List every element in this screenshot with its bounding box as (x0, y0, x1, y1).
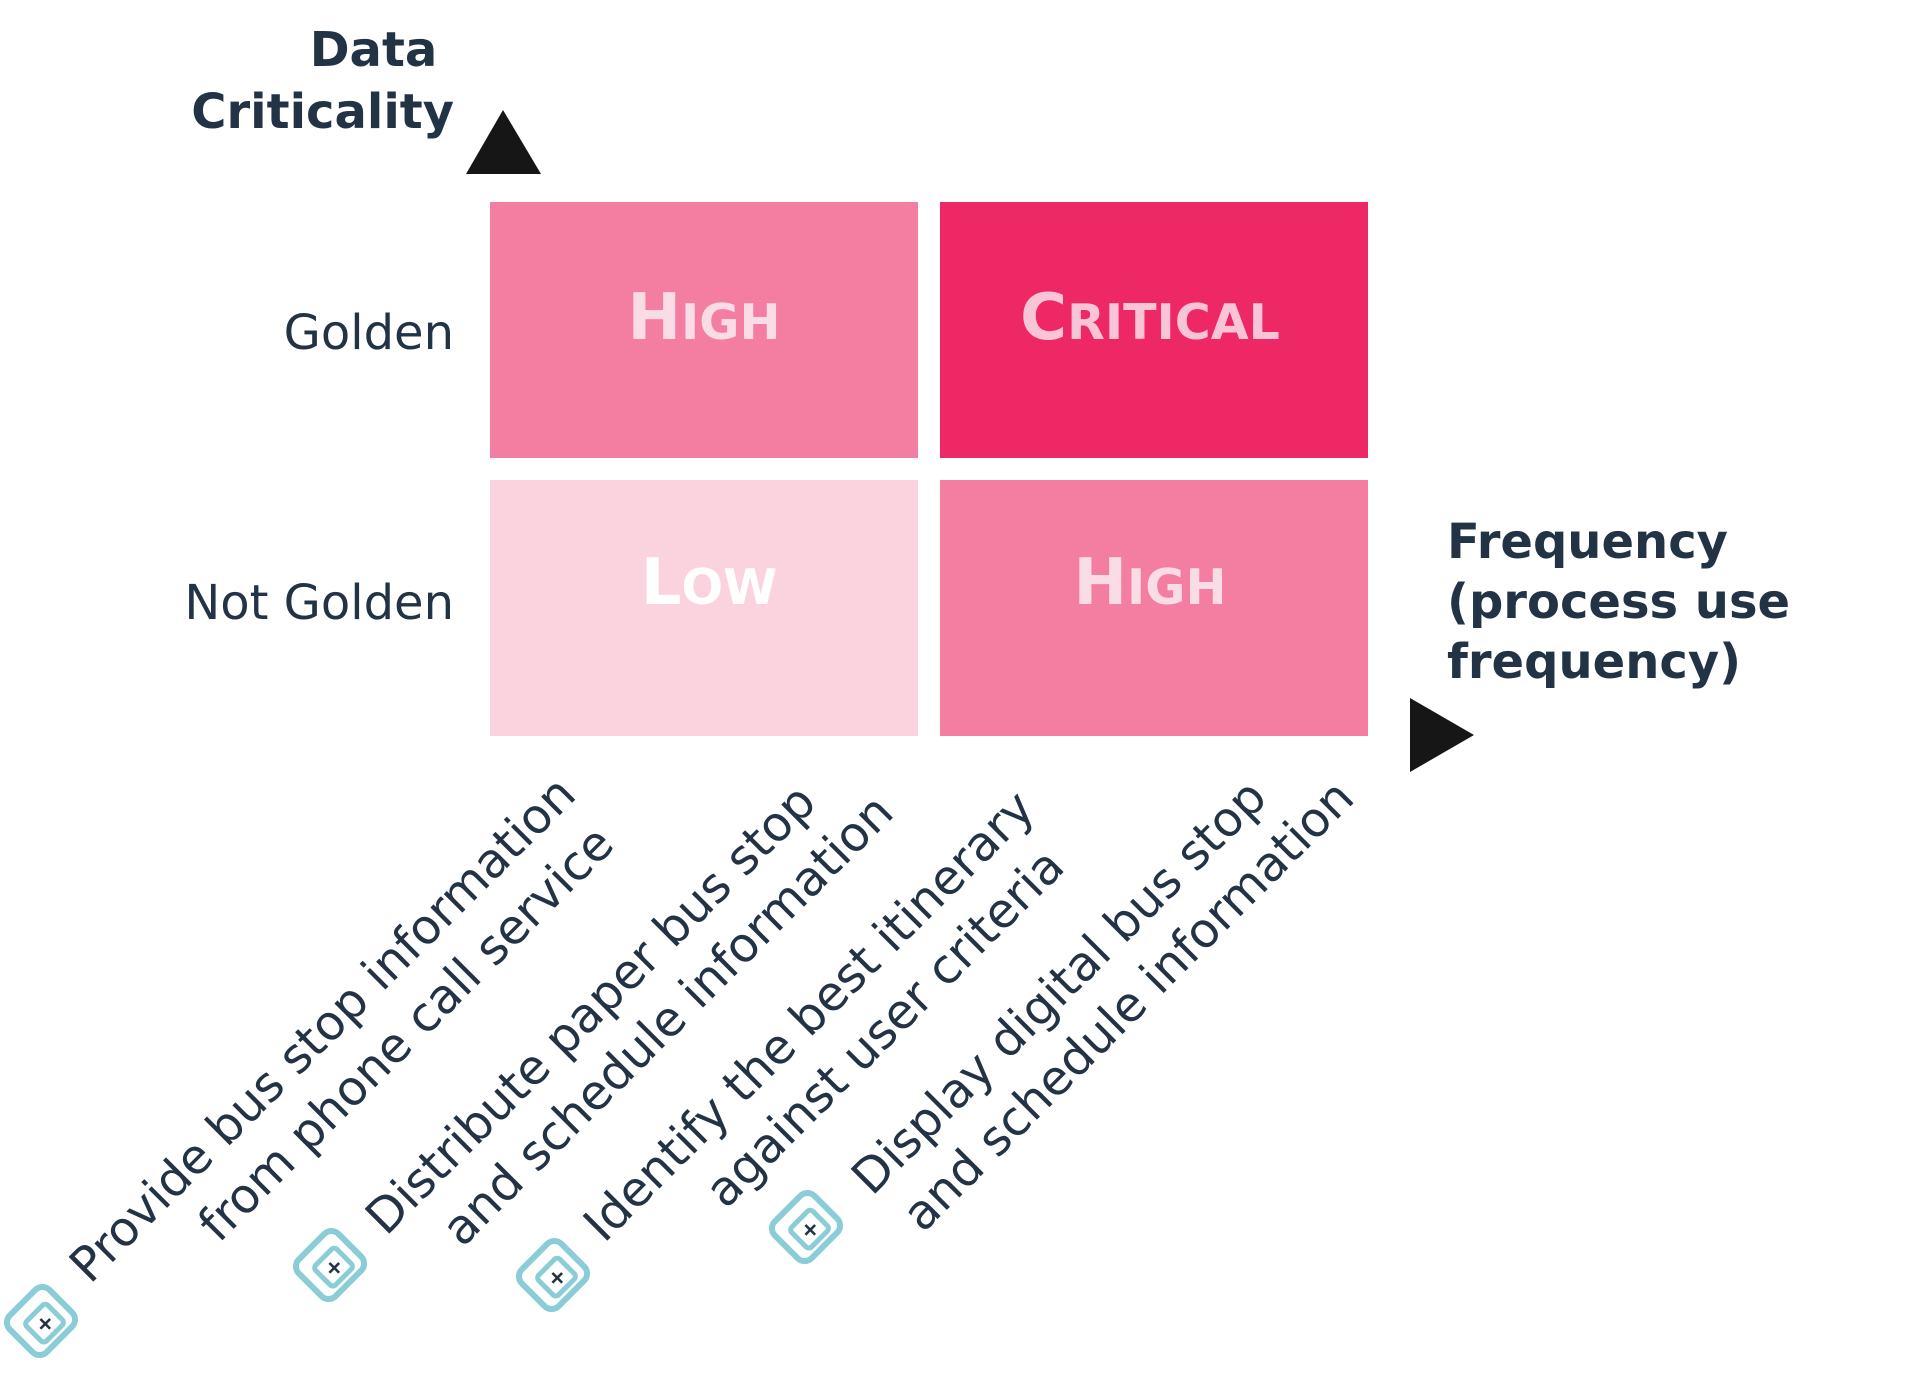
process-icon: + (292, 1227, 368, 1303)
x-axis-title: Frequency (process use frequency) (1447, 514, 1807, 690)
matrix-cell-golden-col2: CRITICAL (940, 202, 1368, 458)
cell-label-initial: H (1073, 546, 1127, 620)
x-axis-arrow-right-icon (1410, 698, 1474, 772)
y-axis-title-line: Criticality (191, 84, 454, 140)
matrix-cell-label: LOW (641, 546, 777, 620)
x-axis-title-line: Frequency (1447, 514, 1728, 570)
matrix-cell-bg (940, 480, 1368, 736)
process-icon: + (515, 1237, 591, 1313)
cell-label-initial: C (1020, 281, 1067, 355)
y-axis-arrow-up-icon (466, 110, 541, 174)
cell-label-rest: RITICAL (1067, 294, 1280, 351)
row-label-golden: Golden (284, 305, 454, 361)
matrix-cell-not-golden-col2: HIGH (940, 480, 1368, 736)
cell-label-rest: IGH (1127, 559, 1226, 616)
x-axis-title-line: frequency) (1447, 634, 1741, 690)
y-axis-title-line: Data (310, 22, 438, 78)
matrix-cell-not-golden-col1: LOW (490, 480, 918, 736)
matrix-cell-bg (940, 202, 1368, 458)
matrix-cell-label: HIGH (1073, 546, 1226, 620)
cell-label-rest: OW (682, 559, 778, 616)
cell-label-rest: IGH (681, 294, 780, 351)
y-axis-title: Data Criticality (191, 22, 454, 140)
matrix-cell-bg (490, 480, 918, 736)
cell-label-initial: L (641, 546, 682, 620)
cell-label-initial: H (627, 281, 681, 355)
matrix-cell-bg (490, 202, 918, 458)
matrix-cell-label: HIGH (627, 281, 780, 355)
matrix-cell-golden-col1: HIGH (490, 202, 918, 458)
x-axis-title-line: (process use (1447, 574, 1790, 630)
row-label-not-golden: Not Golden (184, 575, 454, 631)
process-icon: + (3, 1283, 79, 1359)
matrix-cell-label: CRITICAL (1020, 281, 1280, 355)
process-icon: + (768, 1189, 844, 1265)
